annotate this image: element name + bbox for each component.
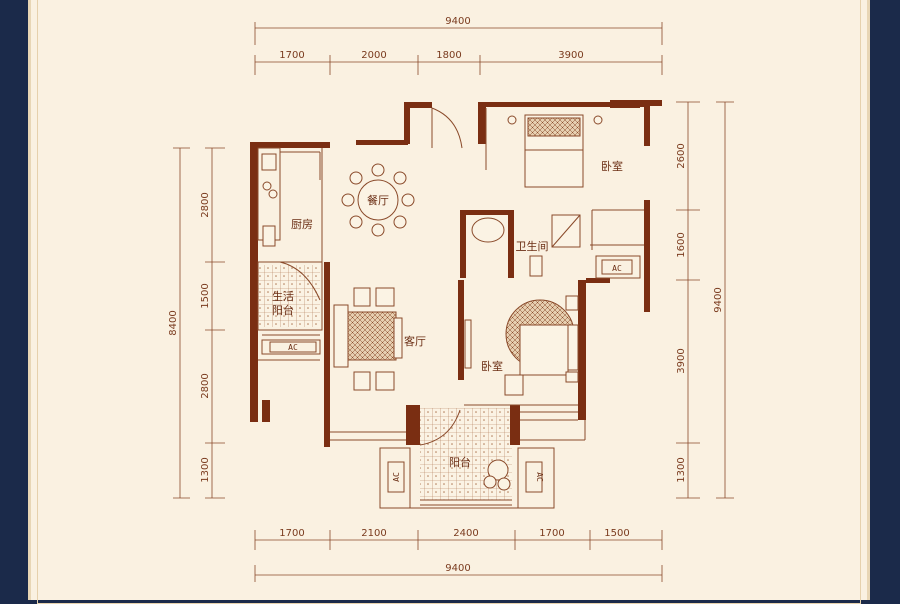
balcony-floor <box>420 408 512 500</box>
furniture <box>261 114 603 491</box>
ac-units <box>269 259 633 493</box>
dim-left-seg: 1500 <box>200 283 211 308</box>
thin-lines <box>257 107 644 509</box>
room-labels: 餐厅 厨房 生活 阳台 客厅 卧室 卫生间 卧室 阳台 <box>272 159 623 469</box>
dimension-lines <box>173 22 734 582</box>
dim-left-seg: 1300 <box>200 457 211 482</box>
ac-label-balcony-left: AC <box>392 472 401 482</box>
dim-top-seg: 1800 <box>436 50 461 61</box>
ac-label-bath: AC <box>612 264 622 273</box>
room-label-kitchen: 厨房 <box>291 218 313 231</box>
dim-bottom-seg: 2100 <box>361 528 386 539</box>
dim-bottom-seg: 1700 <box>539 528 564 539</box>
dim-left-seg: 2800 <box>200 192 211 217</box>
room-label-bedroom-top: 卧室 <box>601 159 623 173</box>
dim-bottom-seg: 1500 <box>604 528 629 539</box>
room-label-dining: 餐厅 <box>367 193 389 207</box>
dim-left-seg: 2800 <box>200 373 211 398</box>
walls <box>250 100 662 447</box>
dim-right-seg: 1600 <box>676 232 687 257</box>
dim-top-seg: 3900 <box>558 50 583 61</box>
room-label-utility-balcony-1: 生活 <box>272 289 294 303</box>
room-label-living: 客厅 <box>404 334 426 348</box>
room-label-bathroom: 卫生间 <box>516 239 549 253</box>
dim-left-total: 8400 <box>168 310 179 335</box>
dim-right-seg: 1300 <box>676 457 687 482</box>
room-label-utility-balcony-2: 阳台 <box>272 303 294 317</box>
dim-bottom-seg: 1700 <box>279 528 304 539</box>
dining-table <box>357 179 399 221</box>
dim-top-seg: 2000 <box>361 50 386 61</box>
dim-top-seg: 1700 <box>279 50 304 61</box>
dim-right-seg: 3900 <box>676 348 687 373</box>
ac-label-balcony-right: AC <box>535 472 544 482</box>
dimension-labels: 9400 1700 2000 1800 3900 1700 2100 2400 … <box>168 16 724 574</box>
room-label-balcony: 阳台 <box>449 455 471 469</box>
ac-label-utility: AC <box>288 343 298 352</box>
room-label-bedroom-bottom: 卧室 <box>481 359 503 373</box>
dim-right-total: 9400 <box>713 287 724 312</box>
utility-balcony-floor <box>258 265 320 327</box>
dim-bottom-seg: 2400 <box>453 528 478 539</box>
dim-top-total: 9400 <box>445 16 470 27</box>
dim-bottom-total: 9400 <box>445 563 470 574</box>
dim-right-seg: 2600 <box>676 143 687 168</box>
